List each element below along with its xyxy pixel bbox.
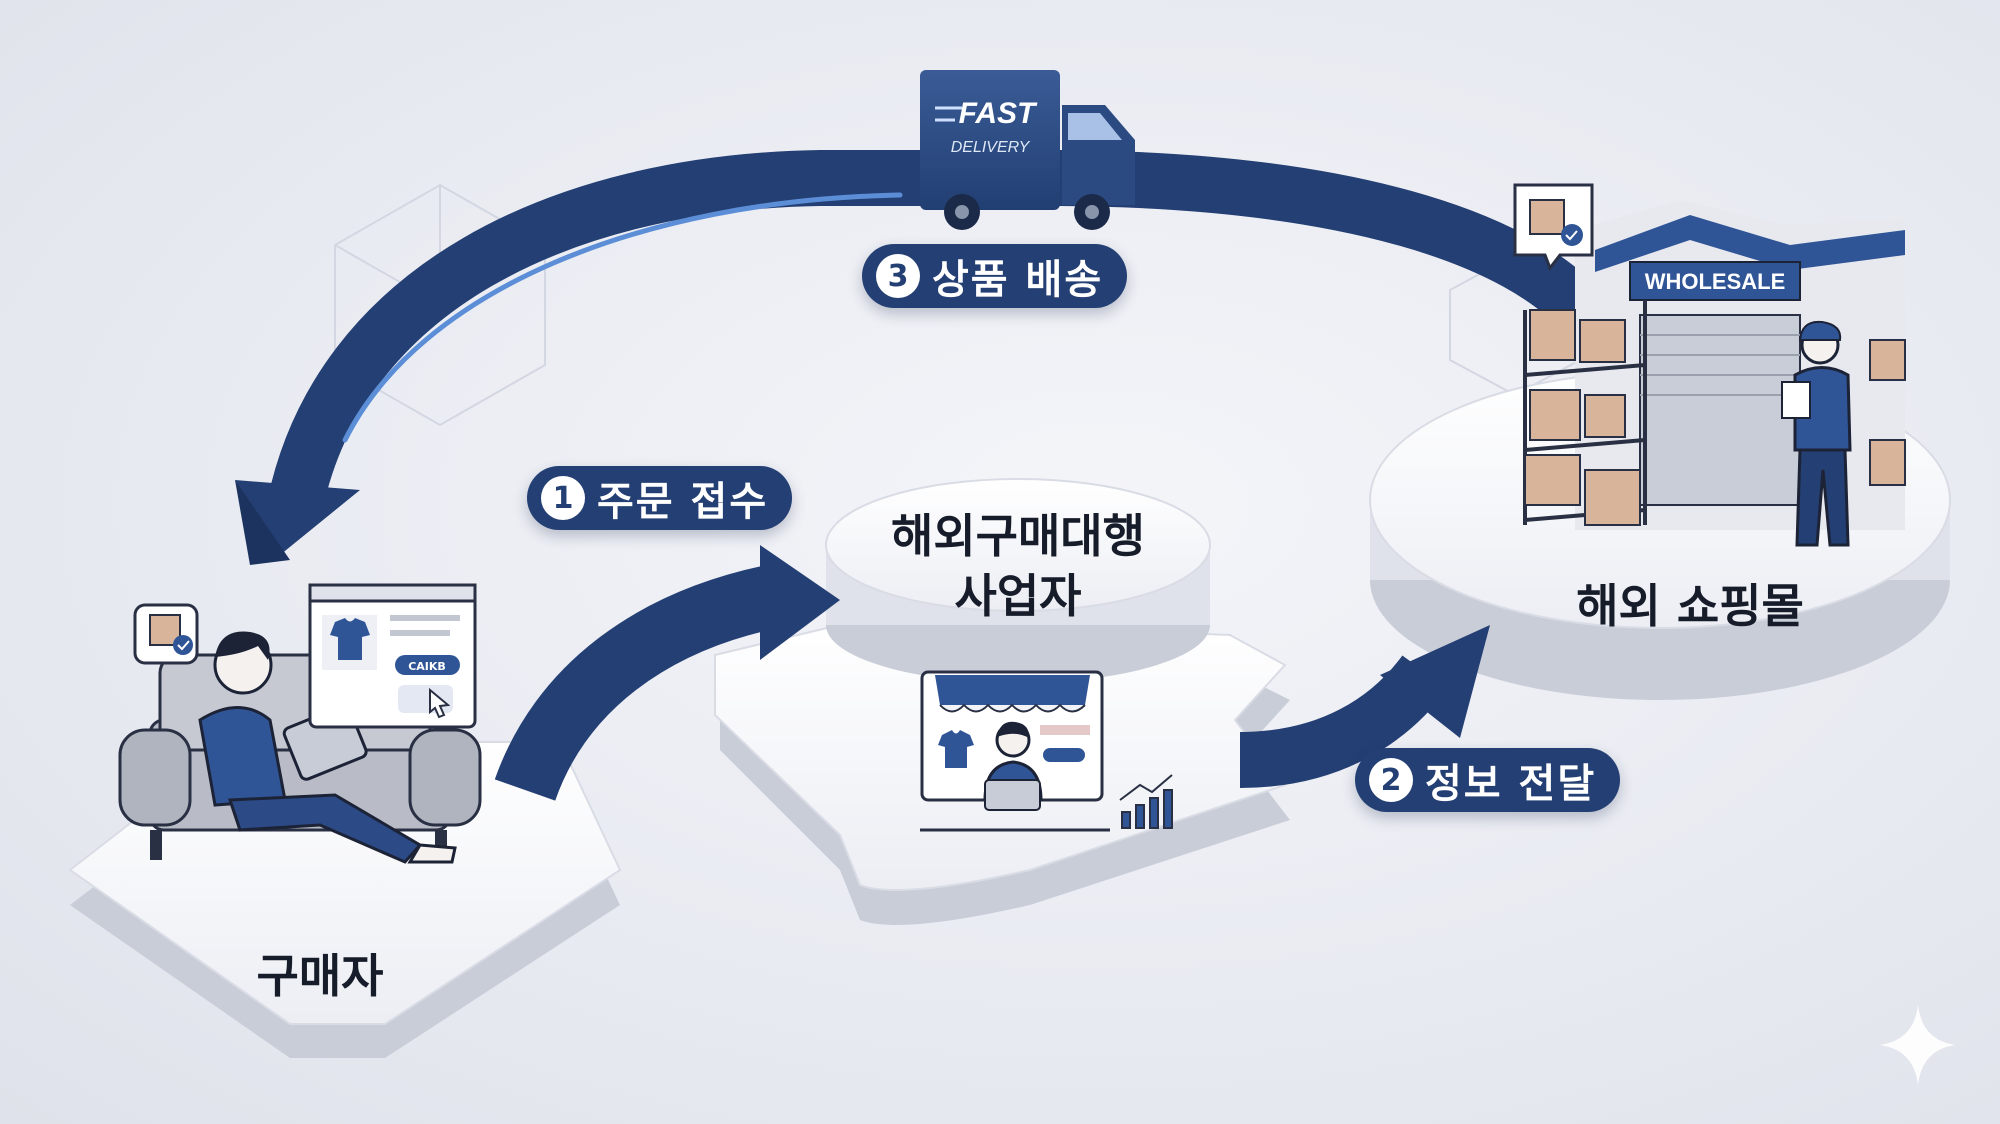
- tshirt-icon: [330, 618, 370, 660]
- step3-pill: 3 상품 배송: [862, 244, 1128, 308]
- arrow-step1: [494, 545, 840, 802]
- warehouse-package-check-icon: [1513, 183, 1594, 272]
- step3-label: 상품 배송: [932, 257, 1104, 303]
- agent-label-line2: 사업자: [954, 569, 1082, 623]
- mall-label: 해외 쇼핑몰: [1576, 579, 1804, 633]
- arrow-step2: [1239, 625, 1490, 788]
- screen-tag: CAIKB: [408, 660, 446, 673]
- warehouse-illustration: WHOLESALE: [1513, 183, 1906, 547]
- cursor-icon: [429, 687, 451, 719]
- buyer-illustration: CAIKB: [118, 583, 482, 864]
- laptop-icon: [984, 779, 1041, 811]
- agent-illustration: [920, 670, 1173, 832]
- warehouse-sign: WHOLESALE: [1645, 269, 1786, 294]
- step2-pill: 2 정보 전달: [1355, 748, 1621, 812]
- step1-label: 주문 접수: [597, 479, 769, 525]
- bar-chart-icon: [1119, 774, 1173, 829]
- step2-label: 정보 전달: [1425, 761, 1597, 807]
- truck-text-delivery: DELIVERY: [951, 139, 1031, 156]
- arrow-step3: [235, 150, 1612, 565]
- agent-label-line1: 해외구매대행: [891, 509, 1145, 563]
- step2-number: 2: [1369, 758, 1413, 802]
- package-check-icon: [133, 603, 199, 665]
- delivery-truck: FAST DELIVERY: [920, 70, 1135, 230]
- sparkle-icon: [1880, 1005, 1955, 1085]
- step1-number: 1: [541, 476, 585, 520]
- buyer-label: 구매자: [256, 949, 384, 1003]
- step1-pill: 1 주문 접수: [527, 466, 793, 530]
- truck-text-fast: FAST: [959, 97, 1038, 130]
- step3-number: 3: [876, 254, 920, 298]
